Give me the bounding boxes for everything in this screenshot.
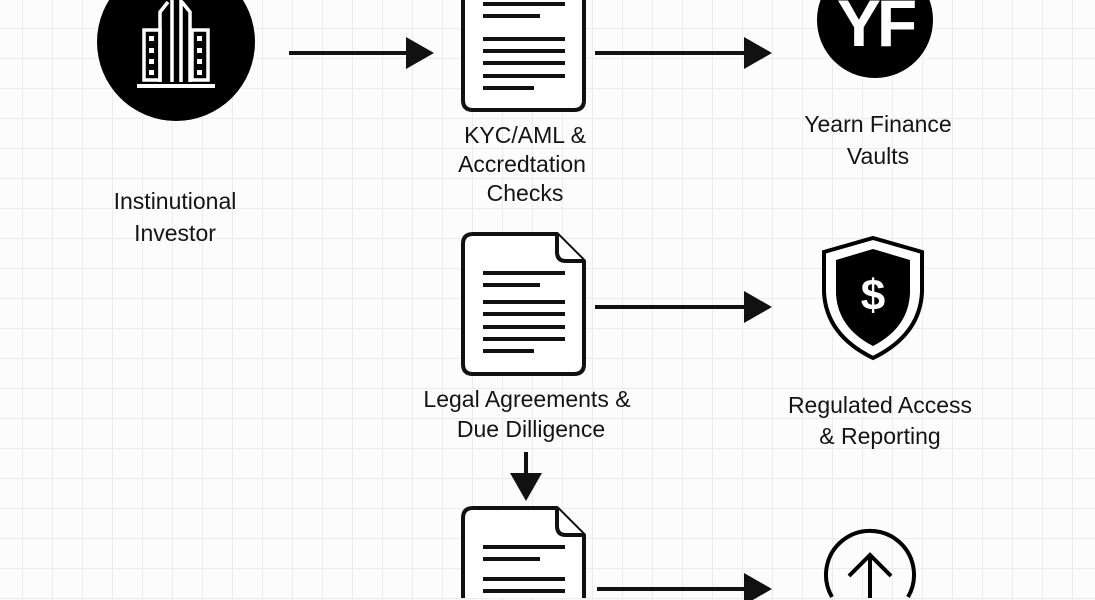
legal-label-line-1: Legal Agreements & xyxy=(423,386,630,412)
yearn-label-line-1: Yearn Finance xyxy=(804,111,951,137)
kyc-label-line-2: Accredtation xyxy=(458,151,586,177)
investor-label-line-2: Investor xyxy=(134,220,216,246)
svg-text:$: $ xyxy=(861,271,885,320)
yf-logo-icon: YF xyxy=(817,0,933,78)
shield-dollar-icon: $ xyxy=(822,235,924,361)
regulated-label-line-1: Regulated Access xyxy=(788,392,972,418)
kyc-label-line-3: Checks xyxy=(487,180,564,206)
yearn-label-line-2: Vaults xyxy=(847,143,909,169)
circle-arrow-up-icon xyxy=(824,528,916,599)
document-icon xyxy=(461,506,586,598)
building-icon xyxy=(97,0,255,121)
regulated-label-line-2: & Reporting xyxy=(819,423,940,449)
kyc-label-line-1: KYC/AML & xyxy=(464,122,586,148)
legal-label-line-2: Due Dilligence xyxy=(457,416,605,442)
investor-label-line-1: Instinutional xyxy=(114,188,237,214)
document-icon xyxy=(461,232,586,376)
document-icon xyxy=(461,0,586,112)
yf-logo-text: YF xyxy=(837,0,915,60)
